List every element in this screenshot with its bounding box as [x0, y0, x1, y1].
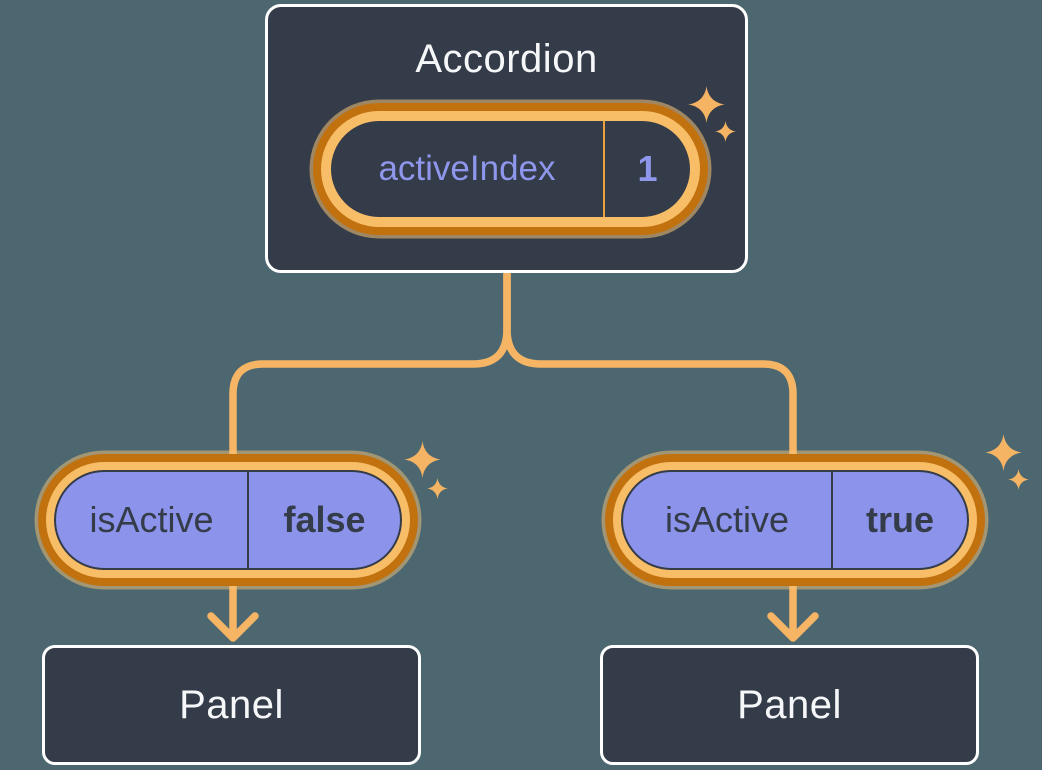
prop-pill-label: isActive [56, 472, 249, 568]
connector-branch-left [229, 267, 511, 464]
arrow-down-icon [207, 578, 259, 642]
connector-branch-right [503, 267, 797, 464]
sparkle-icon [404, 441, 441, 478]
sparkle-icon [715, 121, 736, 142]
prop-pill-label: isActive [623, 472, 833, 568]
sparkle-icon [427, 478, 448, 499]
prop-pill-value: false [283, 499, 366, 540]
state-pill-value: 1 [637, 148, 658, 189]
sparkle-icon [1008, 469, 1029, 490]
state-pill-label: activeIndex [331, 121, 605, 217]
prop-pill-isactive-left: isActive false [54, 470, 402, 570]
panel-title: Panel [737, 682, 842, 727]
arrow-down-icon [767, 578, 819, 642]
prop-pill-value: true [865, 499, 934, 540]
prop-pill-isactive-right: isActive true [621, 470, 969, 570]
state-pill-activeindex: activeIndex 1 [321, 111, 700, 227]
panel-box-right: Panel [600, 645, 979, 765]
accordion-box: Accordion activeIndex 1 [265, 4, 748, 273]
sparkle-icon [688, 86, 725, 123]
panel-title: Panel [179, 682, 284, 727]
accordion-title: Accordion [415, 37, 598, 81]
panel-box-left: Panel [42, 645, 421, 765]
sparkle-icon [985, 434, 1022, 471]
